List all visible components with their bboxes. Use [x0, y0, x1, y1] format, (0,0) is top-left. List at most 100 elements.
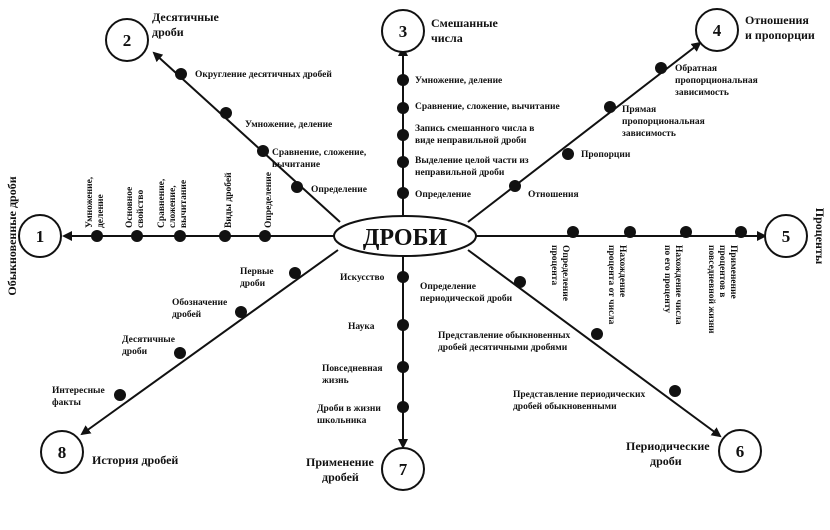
branch5-label-line: процента от числа — [606, 245, 616, 325]
node-number-7: 7 — [399, 460, 408, 479]
branch2-label-line: вычитание — [272, 160, 320, 170]
branch4-label-line: зависимость — [622, 129, 676, 139]
branch4-dot — [509, 180, 521, 192]
branch4-label-line: Прямая — [622, 105, 656, 115]
branch6-dot — [591, 328, 603, 340]
branch7-label: Искусство — [340, 273, 385, 283]
branch1-label: Определение — [264, 172, 274, 228]
branch3-label-line: Запись смешанного числа в — [415, 124, 534, 134]
branch4-dot — [655, 62, 667, 74]
node-number-3: 3 — [399, 22, 408, 41]
branch7-label-line: Наука — [348, 322, 375, 332]
branch2-dot — [257, 145, 269, 157]
branch-line-6 — [467, 249, 722, 438]
branch4-label-line: зависимость — [675, 88, 729, 98]
branch7-label: Наука — [348, 322, 375, 332]
branch7-dot — [397, 271, 409, 283]
branch2-label: Округление десятичных дробей — [195, 69, 332, 80]
branch3-label: Сравнение, сложение, вычитание — [415, 102, 560, 112]
branch8-dot — [289, 267, 301, 279]
branch5-label-line: Определение — [560, 245, 570, 301]
node-title-4-line: и пропорции — [745, 28, 815, 42]
branch4-label-line: Отношения — [528, 190, 579, 200]
branch1-label-line: свойство — [135, 190, 146, 228]
branch4-label-line: Обратная — [675, 63, 717, 74]
branch1-label-line: Определение — [264, 172, 274, 228]
branch1-label: Умножение,деление — [85, 176, 106, 228]
branch1-dot — [259, 230, 271, 242]
node-circle-1 — [18, 214, 62, 258]
branch2-label-line: Умножение, деление — [245, 120, 332, 130]
branch2-label: Сравнение, сложение, вычитание — [272, 148, 367, 170]
branch2-dot — [175, 68, 187, 80]
branch4-label-line: пропорциональная — [675, 76, 758, 86]
node-title-1: Обыкновенные дроби — [5, 176, 19, 295]
node-title-7: Применение дробей — [306, 455, 377, 484]
branch5-dot — [735, 226, 747, 238]
branch5-label: Нахождение числапо его проценту — [662, 245, 683, 325]
branch2-label-line: Определение — [311, 185, 367, 195]
branch3-dot — [397, 129, 409, 141]
branch4-label: Обратная пропорциональная зависимость — [675, 63, 758, 98]
branch1-dot — [91, 230, 103, 242]
branch7-label-line: Искусство — [340, 273, 385, 283]
node-circle-3 — [381, 9, 425, 53]
branch2-label: Определение — [311, 185, 367, 195]
node-6: 6 — [718, 429, 762, 473]
node-title-6-line: дроби — [650, 454, 682, 468]
node-8: 8 — [40, 430, 84, 474]
node-7: 7 — [381, 447, 425, 491]
branch5-label-line: Применение — [728, 245, 738, 299]
node-title-3-line: числа — [431, 31, 463, 45]
node-title-8: История дробей — [92, 453, 178, 467]
branch3-dot — [397, 102, 409, 114]
branch7-dot — [397, 401, 409, 413]
branch5-label: Нахождениепроцента от числа — [606, 245, 627, 325]
node-4: 4 — [695, 8, 739, 52]
branch4-dot — [604, 101, 616, 113]
branch2-label: Умножение, деление — [245, 120, 332, 130]
branch8-label-line: Десятичные — [122, 335, 175, 345]
branch5-dot — [567, 226, 579, 238]
branch5-label-line: по его проценту — [662, 245, 672, 313]
branch-dots — [91, 62, 747, 413]
branch3-label-line: виде неправильной дроби — [415, 135, 527, 146]
node-title-3-line: Смешанные — [431, 16, 498, 30]
branch2-label-line: Сравнение, сложение, — [272, 148, 367, 158]
node-number-6: 6 — [736, 442, 745, 461]
branch3-dot — [397, 74, 409, 86]
branch5-label: Определениепроцента — [549, 245, 570, 301]
branch2-label-line: Округление десятичных дробей — [195, 69, 332, 80]
node-title-4-line: Отношения — [745, 13, 809, 27]
node-3: 3 — [381, 9, 425, 53]
branch4-label: Пропорции — [581, 150, 631, 160]
node-circle-6 — [718, 429, 762, 473]
node-circle-7 — [381, 447, 425, 491]
branch3-label-line: Сравнение, сложение, вычитание — [415, 102, 560, 112]
branch4-label: Отношения — [528, 190, 579, 200]
branch4-dot — [562, 148, 574, 160]
node-number-1: 1 — [36, 227, 45, 246]
branch6-label-line: дробей обыкновенными — [513, 401, 617, 412]
node-title-6-line: Периодические — [626, 439, 710, 453]
node-title-3: Смешанные числа — [431, 16, 501, 45]
branch8-dot — [114, 389, 126, 401]
branch8-label-line: дробей — [172, 309, 202, 320]
branch7-dot — [397, 361, 409, 373]
node-1: 1 — [18, 214, 62, 258]
branch8-label-line: Первые — [240, 267, 274, 277]
branch7-dot — [397, 319, 409, 331]
branch5-dot — [624, 226, 636, 238]
branch6-label-line: Представление обыкновенных — [438, 330, 570, 341]
branch6-dot — [669, 385, 681, 397]
node-title-5: Проценты — [813, 208, 827, 265]
branch3-dot — [397, 156, 409, 168]
